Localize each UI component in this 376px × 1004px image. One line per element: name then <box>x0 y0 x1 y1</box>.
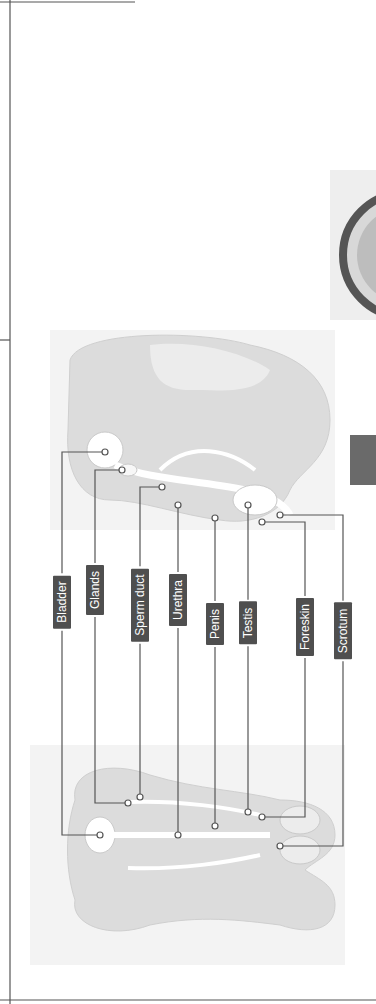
part-label: Urethra <box>169 574 187 626</box>
leader-dot <box>277 512 283 518</box>
leader-dot <box>245 809 251 815</box>
part-name: Bladder <box>55 581 69 622</box>
part-label: Sperm duct <box>131 568 149 641</box>
leader-dot <box>259 814 265 820</box>
leader-dot <box>277 843 283 849</box>
leader-line <box>177 505 178 572</box>
leader-line <box>262 522 305 596</box>
leader-dot <box>125 800 131 806</box>
front-view-illustration <box>30 745 345 965</box>
part-label: Testis <box>239 602 257 645</box>
leader-line <box>262 658 305 817</box>
part-name: Urethra <box>171 580 185 620</box>
leader-line <box>280 515 343 601</box>
part-label: Penis <box>206 603 224 645</box>
leader-dot <box>212 515 218 521</box>
leader-line <box>139 644 140 797</box>
leader-line <box>95 470 122 563</box>
leader-dot <box>137 794 143 800</box>
leader-dot <box>102 449 108 455</box>
leader-dot <box>212 823 218 829</box>
leader-line <box>95 617 128 803</box>
leader-line <box>140 487 162 566</box>
leader-line <box>177 628 178 835</box>
part-name: Foreskin <box>298 604 312 650</box>
part-label: Bladder <box>53 575 71 628</box>
part-name: Penis <box>208 609 222 639</box>
part-name: Scrotum <box>336 609 350 654</box>
side-view-illustration <box>50 330 335 530</box>
right-photo <box>330 170 376 485</box>
leader-dot <box>175 502 181 508</box>
part-name: Sperm duct <box>133 574 147 635</box>
leader-dot <box>97 832 103 838</box>
leader-dot <box>245 502 251 508</box>
leader-line <box>214 647 215 826</box>
leader-line <box>247 505 248 600</box>
leader-line <box>214 518 215 601</box>
leader-dot <box>119 467 125 473</box>
leader-line <box>280 661 343 846</box>
part-label: Scrotum <box>334 603 352 660</box>
leader-dot <box>259 519 265 525</box>
leader-dot <box>175 832 181 838</box>
leader-dot <box>159 484 165 490</box>
part-name: Glands <box>88 571 102 609</box>
part-name: Testis <box>241 608 255 639</box>
leader-lines <box>62 449 343 849</box>
part-label: Glands <box>86 565 104 615</box>
part-label: Foreskin <box>296 598 314 656</box>
leader-line <box>247 646 248 812</box>
leader-line <box>62 631 100 835</box>
